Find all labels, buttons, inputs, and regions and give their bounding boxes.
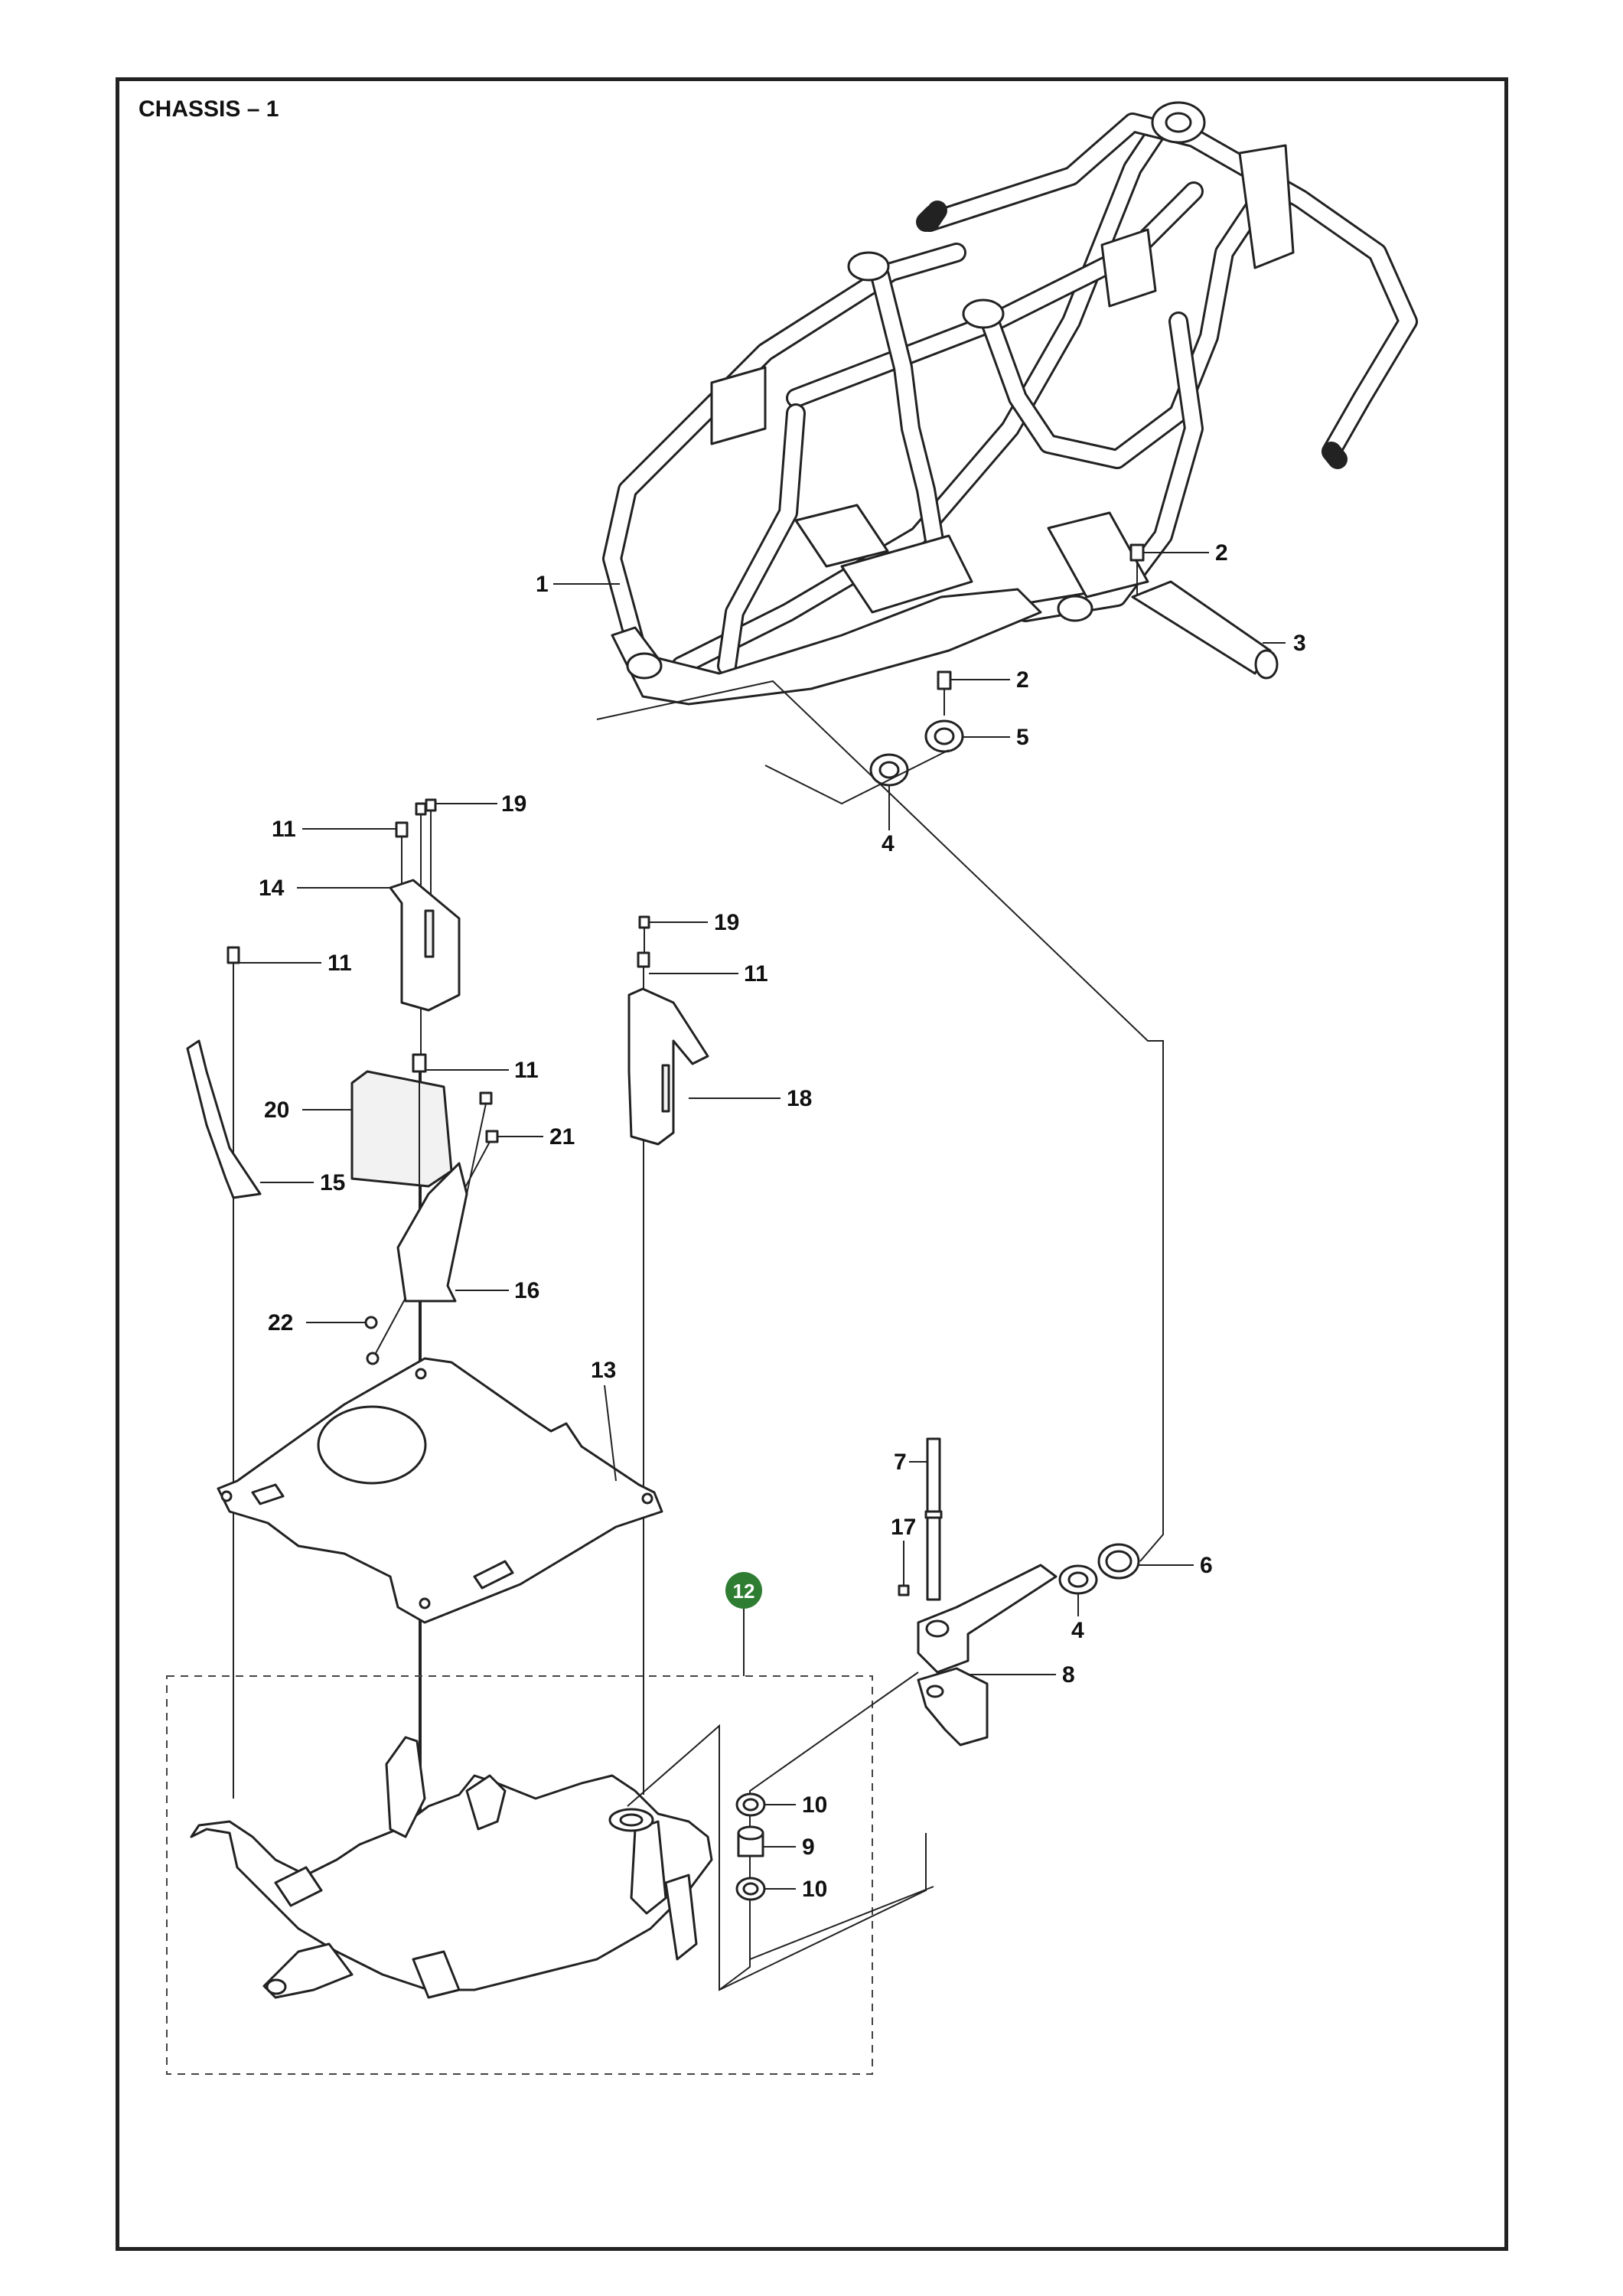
bolt-19-b bbox=[638, 915, 650, 957]
callout-21: 21 bbox=[549, 1124, 575, 1150]
callout-4-upper: 4 bbox=[882, 831, 895, 856]
nut-22 bbox=[364, 1316, 380, 1365]
callout-2-upper: 2 bbox=[1215, 540, 1228, 566]
callout-10-upper: 10 bbox=[802, 1792, 827, 1818]
callout-1: 1 bbox=[536, 572, 549, 597]
callout-7: 7 bbox=[894, 1450, 907, 1475]
reference-line-1 bbox=[596, 680, 1164, 1562]
callout-18: 18 bbox=[787, 1086, 812, 1111]
bushing-10-upper bbox=[735, 1792, 766, 1817]
bolt-2-upper bbox=[1129, 543, 1145, 597]
callout-19-right: 19 bbox=[714, 910, 739, 935]
reference-line-5 bbox=[749, 1886, 934, 1961]
bracket-15 bbox=[186, 1039, 262, 1199]
pivot-pin-3 bbox=[1131, 580, 1279, 680]
callout-22: 22 bbox=[268, 1310, 293, 1336]
callout-11-right: 11 bbox=[744, 961, 768, 987]
chassis-frame bbox=[602, 101, 1418, 706]
page-title: CHASSIS – 1 bbox=[139, 96, 279, 122]
arm-8 bbox=[917, 1564, 1058, 1746]
shaft-7 bbox=[924, 1437, 943, 1601]
bracket-14 bbox=[389, 879, 461, 1012]
bolt-11-b bbox=[227, 946, 240, 1799]
callout-5: 5 bbox=[1016, 725, 1029, 750]
callout-3: 3 bbox=[1293, 631, 1306, 656]
base-plate-13 bbox=[217, 1357, 663, 1624]
callout-20: 20 bbox=[264, 1097, 289, 1123]
bracket-16 bbox=[396, 1162, 468, 1303]
callout-16: 16 bbox=[514, 1278, 539, 1303]
callout-15: 15 bbox=[320, 1170, 345, 1195]
callout-13: 13 bbox=[591, 1358, 616, 1383]
ring-6 bbox=[1097, 1543, 1140, 1580]
bushing-4-lower bbox=[1058, 1564, 1098, 1595]
assembly-badge-12: 12 bbox=[725, 1572, 762, 1609]
bushing-10-lower bbox=[735, 1877, 766, 1901]
callout-17: 17 bbox=[891, 1515, 916, 1540]
callout-4-lower: 4 bbox=[1071, 1618, 1084, 1643]
reference-line-2 bbox=[764, 749, 950, 805]
callout-11-top: 11 bbox=[272, 817, 296, 842]
cover-20 bbox=[350, 1070, 453, 1188]
bracket-18 bbox=[627, 987, 709, 1146]
callout-12: 12 bbox=[733, 1580, 755, 1603]
collar-5 bbox=[924, 719, 964, 753]
leader-lines bbox=[239, 552, 1286, 1890]
spacer-9 bbox=[737, 1825, 764, 1857]
callout-11-middle: 11 bbox=[514, 1058, 539, 1083]
bolt-2-lower bbox=[937, 670, 952, 716]
callout-2-lower: 2 bbox=[1016, 667, 1029, 693]
callout-14: 14 bbox=[259, 876, 285, 901]
callout-9: 9 bbox=[802, 1835, 815, 1860]
callout-10-lower: 10 bbox=[802, 1877, 827, 1902]
nut-17 bbox=[898, 1584, 910, 1596]
lower-frame-12 bbox=[190, 1736, 713, 1999]
callout-8: 8 bbox=[1062, 1662, 1075, 1688]
callout-19-left: 19 bbox=[501, 791, 526, 817]
drawing-frame bbox=[116, 77, 1508, 2251]
callout-11-left: 11 bbox=[328, 951, 352, 976]
callout-6: 6 bbox=[1200, 1553, 1213, 1578]
